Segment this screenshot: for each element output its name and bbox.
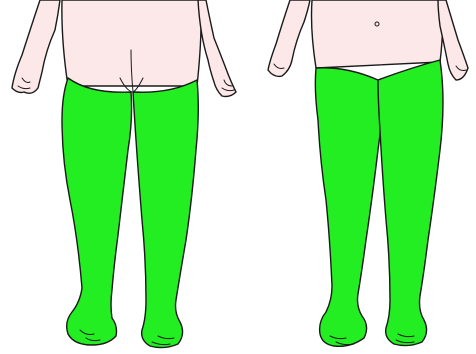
front-view-right-leg bbox=[378, 60, 443, 346]
front-view-figure bbox=[268, 0, 468, 346]
front-view-pelvis bbox=[312, 0, 443, 68]
back-view-right-arm bbox=[198, 0, 236, 97]
front-view-right-arm bbox=[438, 0, 468, 80]
back-view-right-leg bbox=[133, 80, 198, 348]
back-view-left-leg bbox=[62, 78, 132, 345]
front-view-left-leg bbox=[315, 68, 381, 347]
back-view-left-arm bbox=[12, 0, 60, 93]
back-view-figure bbox=[12, 0, 236, 348]
